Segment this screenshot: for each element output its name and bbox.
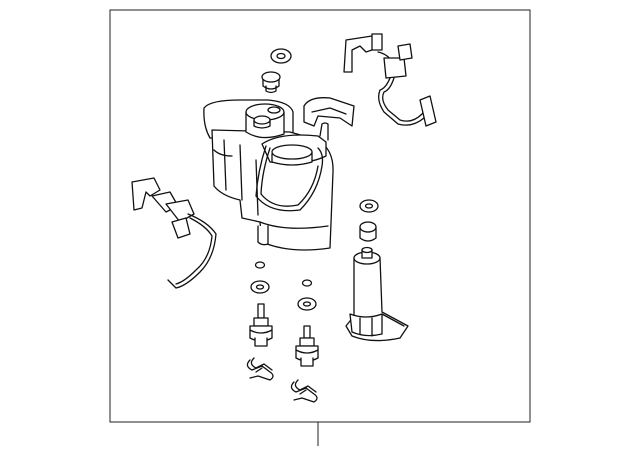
upper-cap-plug [261, 71, 281, 94]
retaining-clip [246, 357, 274, 381]
small-washer [359, 199, 379, 213]
bleeder-fitting [295, 325, 319, 367]
upper-wire-harness [343, 33, 437, 127]
left-wire-harness [131, 177, 217, 289]
upper-seal-washer [270, 48, 292, 64]
washer [297, 297, 317, 311]
washer [250, 280, 270, 294]
sensor-assembly [345, 246, 409, 342]
mounting-bracket-clip [303, 97, 355, 127]
retaining-clip [290, 379, 318, 403]
bleeder-fitting [249, 303, 273, 347]
small-o-ring [301, 279, 313, 287]
small-o-ring [254, 261, 266, 269]
fuel-filter-housing [203, 99, 334, 251]
drain-plug [359, 221, 377, 242]
